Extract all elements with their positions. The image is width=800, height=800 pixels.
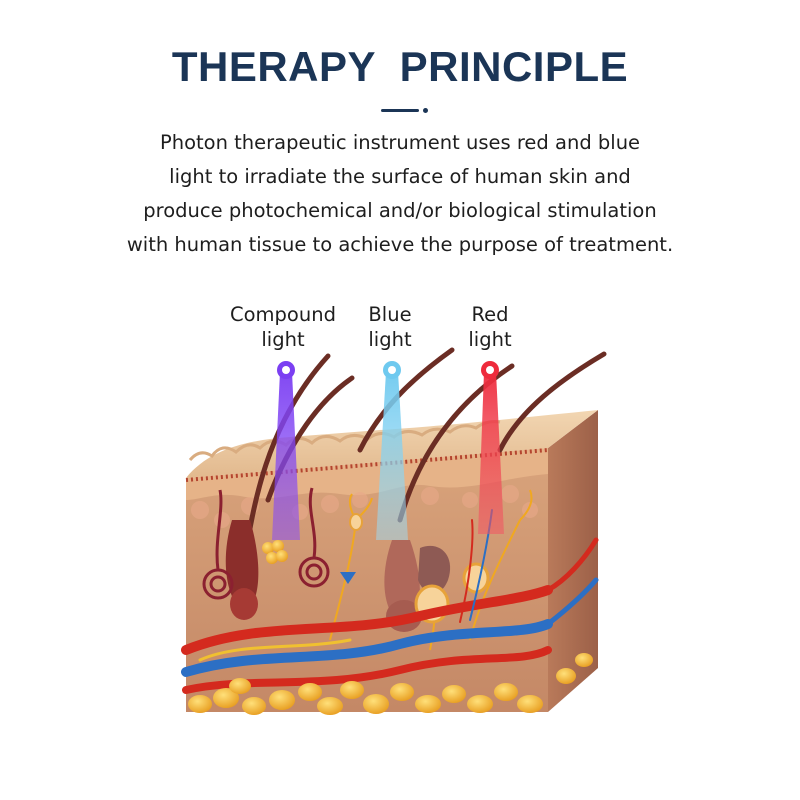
hair-follicle-left (225, 520, 259, 620)
compound-light-beam (272, 361, 300, 540)
blue-light-beam (376, 361, 408, 540)
skin-block-side (548, 410, 598, 712)
description-line: with human tissue to achieve the purpose… (126, 233, 674, 256)
title-underline-dot (423, 108, 428, 113)
description: Photon therapeutic instrument uses red a… (80, 126, 720, 262)
red-light-beam (478, 361, 504, 534)
artery (181, 585, 553, 655)
red-light-label: Red light (468, 303, 512, 351)
subcutaneous-fat (188, 653, 593, 715)
dermal-papillae (191, 485, 538, 528)
page-title: THERAPY PRINCIPLE (171, 43, 629, 90)
blue-light-label: Blue light (368, 303, 412, 351)
epidermis-ridges (188, 420, 501, 462)
basal-layer (185, 448, 549, 482)
sebaceous-gland (262, 540, 288, 564)
description-line: Photon therapeutic instrument uses red a… (159, 131, 641, 154)
description-line: produce photochemical and/or biological … (143, 199, 657, 222)
sweat-glands (202, 487, 330, 600)
receptor-blue (340, 572, 356, 584)
compound-light-label: Compound light (230, 303, 336, 351)
vein (181, 619, 553, 677)
title-underline (381, 109, 419, 112)
description-line: light to irradiate the surface of human … (169, 165, 631, 188)
hair-follicle-center (384, 540, 451, 632)
